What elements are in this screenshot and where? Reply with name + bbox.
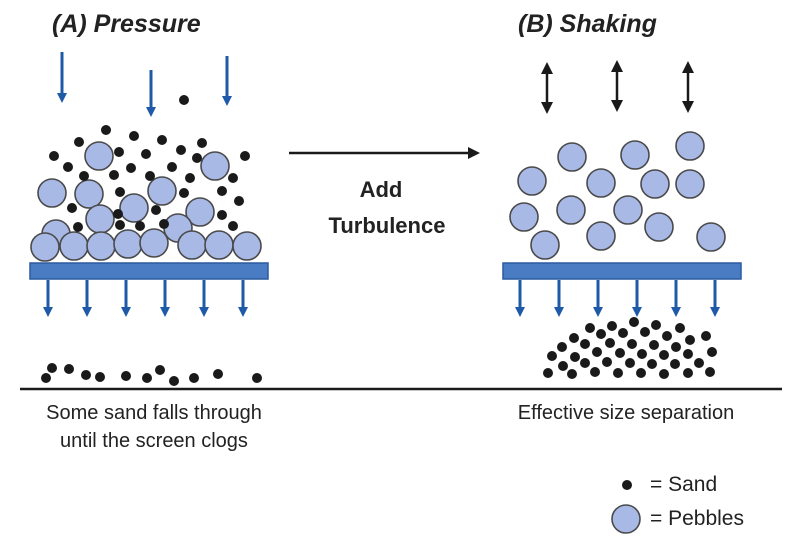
legend-sand-label: = Sand xyxy=(650,473,718,496)
legend-sand-dot xyxy=(622,480,632,490)
panel-a-pebbles xyxy=(30,141,262,262)
pebble xyxy=(119,193,149,223)
transition-label-line1: Add xyxy=(359,177,403,202)
pebble xyxy=(556,195,586,225)
panel-a-sand-below xyxy=(41,363,262,386)
pebble xyxy=(74,179,104,209)
pebble xyxy=(586,168,616,198)
panel-a-drain-arrows xyxy=(43,280,248,317)
legend-pebbles-label: = Pebbles xyxy=(650,507,744,530)
pebble xyxy=(59,231,89,261)
panel-a-sand-above xyxy=(49,95,250,232)
pebble xyxy=(85,204,115,234)
pebble xyxy=(675,131,705,161)
pebble xyxy=(530,230,560,260)
transition-label-line2: Turbulence xyxy=(328,213,446,238)
pebble xyxy=(147,176,177,206)
pebble xyxy=(640,169,670,199)
panel-b-title: (B) Shaking xyxy=(518,10,657,38)
pebble xyxy=(84,141,114,171)
pebble xyxy=(139,228,169,258)
pebble xyxy=(644,212,674,242)
panel-a-caption-line2: until the screen clogs xyxy=(60,430,248,452)
pebble xyxy=(620,140,650,170)
screen-b xyxy=(502,262,742,280)
pebble xyxy=(557,142,587,172)
pebble xyxy=(200,151,230,181)
panel-a-title: (A) Pressure xyxy=(52,10,201,38)
legend-pebble-circle xyxy=(611,504,641,534)
pebble xyxy=(613,195,643,225)
pebble xyxy=(30,232,60,262)
panel-a-caption-line1: Some sand falls through xyxy=(46,402,262,424)
pebble xyxy=(696,222,726,252)
pebble xyxy=(232,231,262,261)
pebble xyxy=(586,221,616,251)
screen-a xyxy=(29,262,269,280)
pebble xyxy=(509,202,539,232)
pebble xyxy=(177,230,207,260)
pebble xyxy=(675,169,705,199)
pebble xyxy=(185,197,215,227)
panel-b-sand-pile xyxy=(543,317,717,379)
panel-b-drain-arrows xyxy=(515,280,720,317)
pebble xyxy=(517,166,547,196)
pressure-arrows xyxy=(57,52,232,117)
panel-b-caption: Effective size separation xyxy=(517,402,735,424)
pebble xyxy=(204,230,234,260)
shaking-arrows xyxy=(541,60,694,114)
pebble xyxy=(86,231,116,261)
panel-b-pebbles xyxy=(509,131,726,260)
pebble xyxy=(113,229,143,259)
pebble xyxy=(37,178,67,208)
